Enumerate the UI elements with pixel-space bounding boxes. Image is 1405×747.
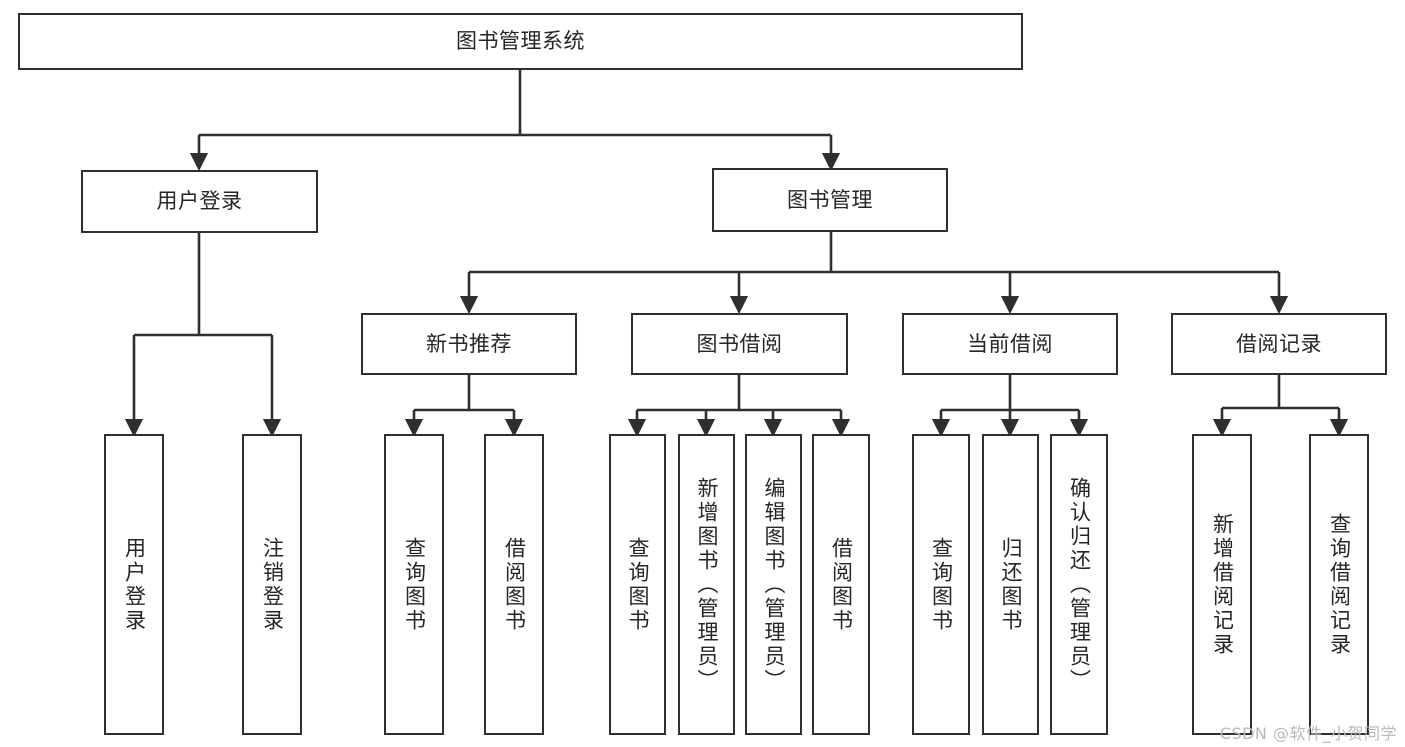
leaf-book-borrow-borrow-label: 借阅图书 (829, 536, 854, 633)
leaf-current-borrow-confirm[interactable]: 确认归还（管理员） (1050, 434, 1108, 735)
leaf-book-borrow-edit[interactable]: 编辑图书（管理员） (745, 434, 802, 735)
leaf-user-login-logout[interactable]: 注销登录 (242, 434, 302, 735)
node-book-management[interactable]: 图书管理 (712, 168, 948, 232)
node-user-login[interactable]: 用户登录 (81, 170, 318, 233)
node-current-borrow[interactable]: 当前借阅 (902, 313, 1118, 375)
node-borrow-record-label: 借阅记录 (1236, 331, 1322, 356)
node-borrow-record[interactable]: 借阅记录 (1171, 313, 1387, 375)
leaf-new-book-query-label: 查询图书 (402, 536, 427, 633)
leaf-current-borrow-query[interactable]: 查询图书 (912, 434, 970, 735)
node-book-borrow[interactable]: 图书借阅 (631, 313, 848, 375)
leaf-borrow-record-add[interactable]: 新增借阅记录 (1192, 434, 1252, 735)
leaf-borrow-record-query[interactable]: 查询借阅记录 (1309, 434, 1369, 735)
node-new-book-recommend[interactable]: 新书推荐 (361, 313, 577, 375)
leaf-new-book-borrow-label: 借阅图书 (502, 536, 527, 633)
leaf-new-book-query[interactable]: 查询图书 (384, 434, 444, 735)
node-book-management-label: 图书管理 (787, 187, 873, 212)
leaf-current-borrow-confirm-label: 确认归还（管理员） (1067, 476, 1092, 693)
leaf-book-borrow-query-label: 查询图书 (626, 536, 650, 633)
leaf-book-borrow-query[interactable]: 查询图书 (609, 434, 666, 735)
leaf-book-borrow-add-label: 新增图书（管理员） (695, 476, 719, 693)
leaf-user-login-login[interactable]: 用户登录 (104, 434, 164, 735)
leaf-current-borrow-return-label: 归还图书 (999, 536, 1023, 633)
leaf-new-book-borrow[interactable]: 借阅图书 (484, 434, 544, 735)
leaf-book-borrow-add[interactable]: 新增图书（管理员） (678, 434, 735, 735)
leaf-current-borrow-query-label: 查询图书 (929, 536, 954, 633)
node-user-login-label: 用户登录 (156, 189, 243, 214)
node-book-borrow-label: 图书借阅 (696, 331, 783, 356)
leaf-borrow-record-add-label: 新增借阅记录 (1210, 512, 1235, 657)
leaf-borrow-record-query-label: 查询借阅记录 (1327, 512, 1352, 657)
leaf-user-login-login-label: 用户登录 (122, 536, 147, 633)
leaf-user-login-logout-label: 注销登录 (260, 536, 285, 633)
node-new-book-recommend-label: 新书推荐 (426, 331, 512, 356)
leaf-current-borrow-return[interactable]: 归还图书 (982, 434, 1039, 735)
leaf-book-borrow-edit-label: 编辑图书（管理员） (762, 476, 786, 693)
leaf-book-borrow-borrow[interactable]: 借阅图书 (812, 434, 870, 735)
node-current-borrow-label: 当前借阅 (967, 331, 1053, 356)
node-root[interactable]: 图书管理系统 (18, 13, 1023, 70)
node-root-label: 图书管理系统 (456, 29, 585, 54)
